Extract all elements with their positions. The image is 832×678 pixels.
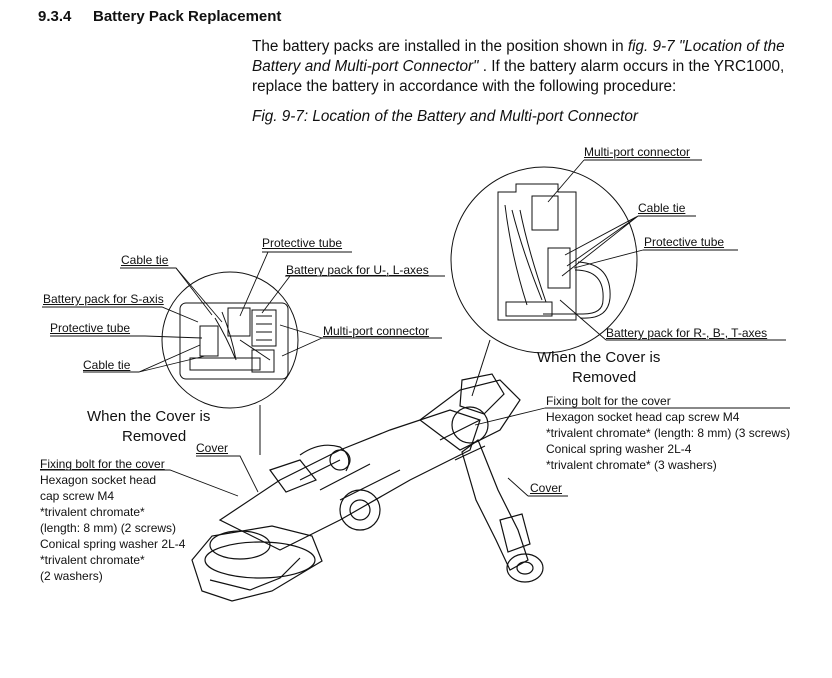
left-note-line: Hexagon socket head (40, 473, 157, 487)
intro-text-2: . If the battery alarm occurs in the YRC… (252, 58, 785, 95)
left-battery-assembly (179, 302, 289, 380)
robot-body (191, 373, 544, 602)
right-note-line: *trivalent chromate* (length: 8 mm) (3 s… (546, 426, 791, 440)
right-fixing-bolt-note: Fixing bolt for the cover Hexagon socket… (546, 393, 790, 473)
right-leaders (474, 159, 790, 497)
left-leaders (40, 251, 445, 497)
left-cover-removed-line2: Removed (122, 428, 187, 445)
left-protective-tube-top-label: Protective tube (262, 236, 343, 250)
left-cover-label: Cover (196, 441, 229, 455)
battery-u-l-label: Battery pack for U-, L-axes (286, 263, 429, 277)
right-cable-tie-label: Cable tie (638, 201, 686, 215)
left-protective-tube-label: Protective tube (50, 321, 131, 335)
battery-s-label: Battery pack for S-axis (43, 292, 164, 306)
section-number: 9.3.4 (38, 8, 72, 25)
section-heading: 9.3.4 Battery Pack Replacement (38, 8, 281, 25)
figure-reference-link[interactable]: fig. 9-7 "Location of the Battery and Mu… (252, 38, 785, 75)
right-detail-circle (450, 166, 638, 354)
right-battery-assembly (497, 183, 611, 321)
left-note-line: *trivalent chromate* (40, 505, 145, 519)
right-note-line: Hexagon socket head cap screw M4 (546, 410, 740, 424)
left-detail-circle (161, 271, 299, 409)
left-note-line: Conical spring washer 2L-4 (40, 537, 186, 551)
left-note-title: Fixing bolt for the cover (40, 457, 165, 471)
left-cable-tie-top-label: Cable tie (121, 253, 169, 267)
right-multi-port-label: Multi-port connector (584, 145, 691, 159)
right-cover-label: Cover (530, 481, 563, 495)
left-note-line: (length: 8 mm) (2 screws) (40, 521, 177, 535)
right-cover-removed-line1: When the Cover is (537, 349, 661, 366)
left-multi-port-label: Multi-port connector (323, 324, 430, 338)
right-circle-leader (471, 339, 491, 397)
figure-caption: Fig. 9-7: Location of the Battery and Mu… (252, 108, 639, 125)
right-protective-tube-label: Protective tube (644, 235, 725, 249)
left-note-line: (2 washers) (40, 569, 103, 583)
intro-paragraph: The battery packs are installed in the p… (252, 37, 812, 97)
left-note-line: *trivalent chromate* (40, 553, 145, 567)
section-title: Battery Pack Replacement (93, 8, 282, 25)
battery-r-b-t-label: Battery pack for R-, B-, T-axes (606, 326, 768, 340)
left-cover-removed-line1: When the Cover is (87, 408, 211, 425)
left-note-line: cap screw M4 (40, 489, 115, 503)
left-fixing-bolt-note: Fixing bolt for the cover Hexagon socket… (40, 456, 185, 584)
left-cable-tie-bottom-label: Cable tie (83, 358, 131, 372)
right-note-line: *trivalent chromate* (3 washers) (546, 458, 717, 472)
intro-text-1: The battery packs are installed in the p… (252, 38, 628, 55)
right-note-line: Conical spring washer 2L-4 (546, 442, 692, 456)
right-cover-removed-line2: Removed (572, 369, 637, 386)
right-note-title: Fixing bolt for the cover (546, 394, 671, 408)
